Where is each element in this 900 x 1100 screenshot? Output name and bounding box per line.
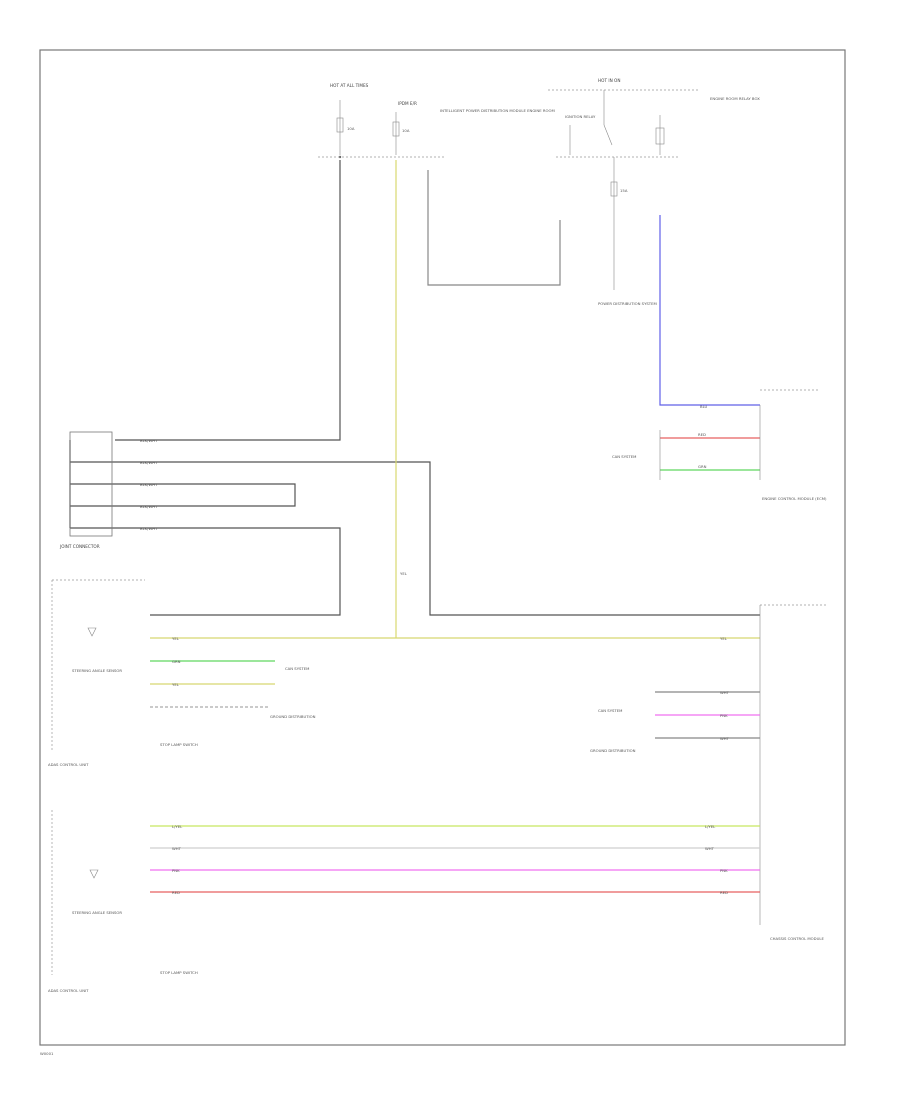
svg-text:L/YEL: L/YEL xyxy=(172,824,183,829)
svg-text:PNK: PNK xyxy=(720,713,728,718)
svg-text:L/YEL: L/YEL xyxy=(705,824,716,829)
wire-blue xyxy=(659,215,760,406)
wire-black-1 xyxy=(115,160,341,441)
left-module-upper: STEERING ANGLE SENSOR ADAS CONTROL UNIT xyxy=(48,579,145,767)
fuse-block-mid: IPDM E/R 10A INTELLIGENT POWER DISTRIBUT… xyxy=(392,101,555,155)
svg-text:10A: 10A xyxy=(347,126,355,131)
svg-text:BLK/WHT: BLK/WHT xyxy=(140,504,158,509)
svg-text:YEL: YEL xyxy=(172,636,180,641)
svg-text:WHT: WHT xyxy=(705,846,715,851)
svg-text:IPDM E/R: IPDM E/R xyxy=(398,101,417,106)
svg-text:ENGINE ROOM RELAY BOX: ENGINE ROOM RELAY BOX xyxy=(710,96,760,101)
svg-text:BLK/WHT: BLK/WHT xyxy=(140,460,158,465)
svg-text:BLU: BLU xyxy=(700,404,708,409)
svg-text:YEL: YEL xyxy=(720,636,728,641)
svg-text:CHASSIS CONTROL MODULE: CHASSIS CONTROL MODULE xyxy=(770,936,824,941)
svg-text:RED: RED xyxy=(720,890,728,895)
svg-text:BLK/WHT: BLK/WHT xyxy=(140,482,158,487)
svg-text:WHT: WHT xyxy=(720,690,730,695)
svg-text:STOP LAMP SWITCH: STOP LAMP SWITCH xyxy=(160,742,198,747)
svg-text:CAN SYSTEM: CAN SYSTEM xyxy=(285,666,309,671)
svg-text:GROUND DISTRIBUTION: GROUND DISTRIBUTION xyxy=(270,714,316,719)
svg-text:HOT IN ON: HOT IN ON xyxy=(598,78,620,83)
svg-text:STOP LAMP SWITCH: STOP LAMP SWITCH xyxy=(160,970,198,975)
right-connector-mid: WHT PNK WHT CAN SYSTEM GROUND DISTRIBUTI… xyxy=(590,604,828,925)
svg-text:YEL: YEL xyxy=(172,682,180,687)
svg-text:GRN: GRN xyxy=(172,659,181,664)
svg-text:PNK: PNK xyxy=(720,868,728,873)
svg-text:BLK/WHT: BLK/WHT xyxy=(140,526,158,531)
wire-loop-top xyxy=(427,170,561,286)
svg-text:GROUND DISTRIBUTION: GROUND DISTRIBUTION xyxy=(590,748,636,753)
svg-text:RED: RED xyxy=(698,432,706,437)
fuse-block-left: HOT AT ALL TIMES 10A xyxy=(330,83,369,159)
svg-text:IGNITION RELAY: IGNITION RELAY xyxy=(565,114,596,119)
svg-text:GRN: GRN xyxy=(698,464,707,469)
svg-text:PNK: PNK xyxy=(172,868,180,873)
svg-text:JOINT CONNECTOR: JOINT CONNECTOR xyxy=(59,544,100,549)
svg-text:WHT: WHT xyxy=(172,846,182,851)
ecm-connector-top: RED GRN CAN SYSTEM ENGINE CONTROL MODULE… xyxy=(612,389,827,501)
left-module-lower: STEERING ANGLE SENSOR ADAS CONTROL UNIT … xyxy=(48,810,198,993)
svg-text:STEERING ANGLE SENSOR: STEERING ANGLE SENSOR xyxy=(72,668,122,673)
joint-connector-box xyxy=(69,431,113,537)
svg-text:YEL: YEL xyxy=(400,571,408,576)
svg-text:ENGINE CONTROL MODULE (ECM): ENGINE CONTROL MODULE (ECM) xyxy=(762,496,827,501)
diagram-id: W0001 xyxy=(40,1051,54,1056)
wire-black-3 xyxy=(70,483,296,507)
wire-black-2 xyxy=(70,461,760,616)
wire-black-4 xyxy=(70,527,341,616)
diagram-frame xyxy=(39,49,846,1046)
svg-text:10A: 10A xyxy=(402,128,410,133)
svg-text:WHT: WHT xyxy=(720,736,730,741)
svg-text:HOT AT ALL TIMES: HOT AT ALL TIMES xyxy=(330,83,369,88)
svg-text:POWER DISTRIBUTION SYSTEM: POWER DISTRIBUTION SYSTEM xyxy=(598,301,657,306)
svg-text:INTELLIGENT POWER DISTRIBUTION: INTELLIGENT POWER DISTRIBUTION MODULE EN… xyxy=(440,108,555,113)
svg-text:15A: 15A xyxy=(620,188,628,193)
svg-text:ADAS CONTROL UNIT: ADAS CONTROL UNIT xyxy=(48,762,89,767)
svg-text:CAN SYSTEM: CAN SYSTEM xyxy=(612,454,636,459)
relay-block: HOT IN ON IGNITION RELAY ENGINE ROOM REL… xyxy=(548,78,760,306)
svg-text:BLK/WHT: BLK/WHT xyxy=(140,438,158,443)
svg-text:CAN SYSTEM: CAN SYSTEM xyxy=(598,708,622,713)
svg-text:STEERING ANGLE SENSOR: STEERING ANGLE SENSOR xyxy=(72,910,122,915)
svg-text:ADAS CONTROL UNIT: ADAS CONTROL UNIT xyxy=(48,988,89,993)
svg-text:RED: RED xyxy=(172,890,180,895)
